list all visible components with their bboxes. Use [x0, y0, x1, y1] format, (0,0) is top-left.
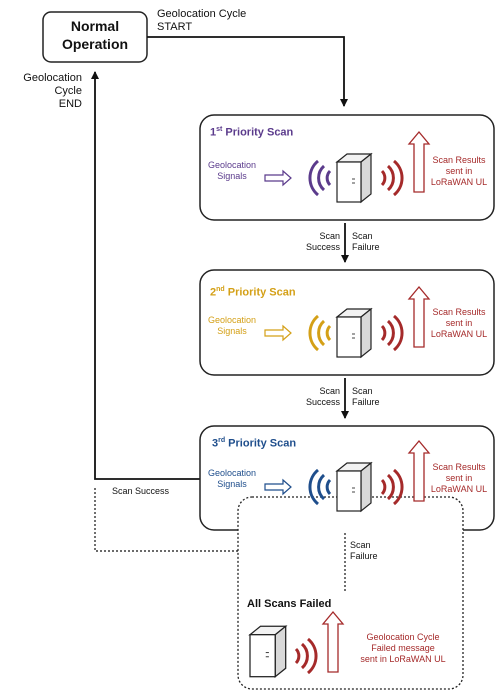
transition3-failure-line1: Scan [350, 540, 371, 550]
scan2-title-number: 2 [210, 286, 217, 299]
scan2-signal-label: Geolocation Signals [201, 315, 263, 337]
cycle-end-line2: Cycle [54, 85, 82, 97]
scan3-incoming-waves-icon [308, 468, 332, 506]
scan1-result-line3: LoRaWAN UL [430, 177, 488, 187]
scan2-title-text: Priority Scan [224, 286, 296, 299]
scan3-title-suffix: rd [218, 437, 226, 444]
transition1-failure-line1: Scan [352, 231, 373, 241]
scan2-device-icon [336, 308, 372, 358]
scan1-device-icon [336, 153, 372, 203]
scan2-signal-line2: Signals [217, 326, 247, 336]
scan1-result-label: Scan Results sent in LoRaWAN UL [422, 155, 496, 188]
transition2-success-label: Scan Success [292, 386, 340, 408]
failed-message-line2: Failed message [371, 643, 435, 653]
scan1-incoming-waves-icon [308, 159, 332, 197]
scan3-signal-line1: Geolocation [207, 468, 257, 478]
normal-operation-line1: Normal [70, 18, 120, 34]
scan1-title-text: Priority Scan [222, 126, 294, 139]
scan3-title-text: Priority Scan [225, 437, 297, 450]
scan1-result-line1: Scan Results [432, 155, 486, 165]
scan1-signal-arrow [264, 169, 292, 187]
scan1-signal-label: Geolocation Signals [201, 160, 263, 182]
normal-operation-line2: Operation [61, 36, 129, 52]
scan3-result-line3: LoRaWAN UL [430, 484, 488, 494]
scan2-signal-line1: Geolocation [207, 315, 257, 325]
cycle-start-arrow [147, 36, 348, 107]
failed-device-icon [249, 625, 287, 678]
scan2-result-line3: LoRaWAN UL [430, 329, 488, 339]
cycle-end-line3: END [58, 98, 82, 110]
transition2-failure-line2: Failure [352, 397, 380, 407]
transition1-success-label: Scan Success [292, 231, 340, 253]
transition1-failure-line2: Failure [352, 242, 380, 252]
scan1-result-line2: sent in [445, 166, 473, 176]
scan3-result-line2: sent in [445, 473, 473, 483]
scan1-title-number: 1 [210, 126, 217, 139]
failed-return-arrow [94, 487, 238, 552]
cycle-end-arrow [91, 71, 200, 480]
failed-message: Geolocation Cycle Failed message sent in… [344, 632, 462, 665]
scan1-signal-line1: Geolocation [207, 160, 257, 170]
transition2-success-line1: Scan [319, 386, 340, 396]
scan2-incoming-waves-icon [308, 314, 332, 352]
scan3-device-icon [336, 462, 372, 512]
cycle-start-line2: START [157, 21, 193, 33]
transition1-success-line1: Scan [319, 231, 340, 241]
cycle-start-line1: Geolocation Cycle [157, 8, 247, 20]
scan3-title-number: 3 [212, 437, 219, 450]
cycle-start-label: Geolocation Cycle START [157, 8, 246, 34]
transition1-success-line2: Success [305, 242, 340, 252]
scan3-signal-line2: Signals [217, 479, 247, 489]
transition1-failure-label: Scan Failure [352, 231, 380, 253]
transition2-failure-line1: Scan [352, 386, 373, 396]
scan-success-label: Scan Success [112, 486, 170, 496]
cycle-end-label: Geolocation Cycle END [4, 72, 82, 111]
scan3-signal-arrow [264, 478, 292, 496]
transition3-failure-label: Scan Failure [350, 540, 378, 562]
failed-message-line1: Geolocation Cycle [366, 632, 440, 642]
scan2-title: 2nd Priority Scan [210, 284, 296, 299]
transition3-failure-line2: Failure [350, 551, 378, 561]
scan2-result-label: Scan Results sent in LoRaWAN UL [422, 307, 496, 340]
transition2-failure-label: Scan Failure [352, 386, 380, 408]
failed-title: All Scans Failed [247, 598, 332, 610]
scan3-result-label: Scan Results sent in LoRaWAN UL [422, 462, 496, 495]
scan3-title: 3rd Priority Scan [212, 435, 296, 450]
scan3-result-line1: Scan Results [432, 462, 486, 472]
scan1-title: 1st Priority Scan [210, 124, 293, 139]
failed-box [237, 496, 464, 690]
scan1-title-suffix: st [216, 126, 223, 133]
scan2-title-suffix: nd [216, 286, 225, 293]
scan2-signal-arrow [264, 324, 292, 342]
scan2-result-line1: Scan Results [432, 307, 486, 317]
cycle-end-line1: Geolocation [23, 72, 82, 84]
scan1-signal-line2: Signals [217, 171, 247, 181]
transition2-success-line2: Success [305, 397, 340, 407]
scan3-signal-label: Geolocation Signals [201, 468, 263, 490]
failed-message-line3: sent in LoRaWAN UL [360, 654, 446, 664]
scan2-result-line2: sent in [445, 318, 473, 328]
normal-operation-label: Normal Operation [43, 17, 147, 53]
